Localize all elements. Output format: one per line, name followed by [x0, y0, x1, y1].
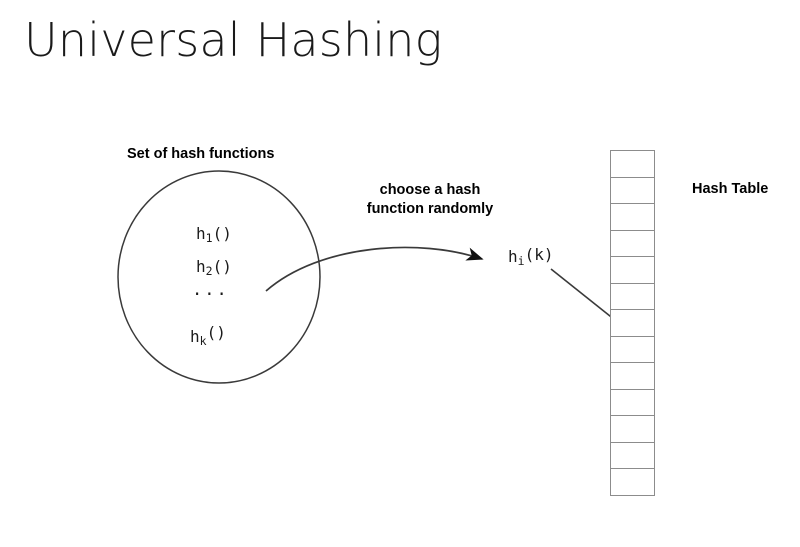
hash-table-cell — [611, 204, 654, 231]
hash-function-subscript: 2 — [205, 264, 213, 278]
hash-table-cell — [611, 363, 654, 390]
hash-function-base: h — [196, 257, 206, 276]
hash-function-item: h2() — [196, 257, 232, 278]
choose-hash-line-2: function randomly — [366, 201, 494, 217]
hash-function-parens: () — [212, 257, 232, 276]
hash-function-subscript: k — [199, 334, 207, 348]
hash-table-label: Hash Table — [692, 181, 769, 197]
selected-hash-base: h — [508, 247, 518, 266]
selected-hash-argument: (k) — [524, 245, 554, 264]
hash-table — [610, 150, 655, 496]
hash-function-item: hk() — [190, 323, 226, 348]
hash-function-ellipsis: ... — [192, 280, 229, 300]
hash-function-subscript: 1 — [205, 231, 213, 245]
hash-table-cell — [611, 389, 654, 416]
hash-function-parens: () — [212, 224, 232, 243]
hash-table-cell — [611, 469, 654, 496]
choose-hash-function-label: choose a hash function randomly — [345, 181, 515, 219]
hash-table-cell — [611, 442, 654, 469]
hash-table-cell — [611, 416, 654, 443]
choose-function-arrow — [265, 246, 484, 292]
hash-table-cell — [611, 336, 654, 363]
hash-table-cell — [611, 151, 654, 178]
hash-table-cell — [611, 177, 654, 204]
hash-function-base: h — [196, 224, 206, 243]
hash-table-cell — [611, 283, 654, 310]
hash-function-item: h1() — [196, 224, 232, 245]
choose-hash-line-1: choose a hash — [379, 182, 481, 198]
hash-table-cell — [611, 310, 654, 337]
set-of-hash-functions-label: Set of hash functions — [127, 146, 275, 162]
page-title: Universal Hashing — [24, 13, 443, 67]
hash-table-cell — [611, 257, 654, 284]
selected-hash-function-label: hi(k) — [508, 245, 554, 268]
hash-function-parens: () — [206, 323, 226, 342]
hash-function-set-ellipse — [117, 170, 321, 384]
selected-hash-subscript: i — [517, 254, 525, 268]
hash-function-base: h — [190, 327, 200, 346]
hash-table-cell — [611, 230, 654, 257]
